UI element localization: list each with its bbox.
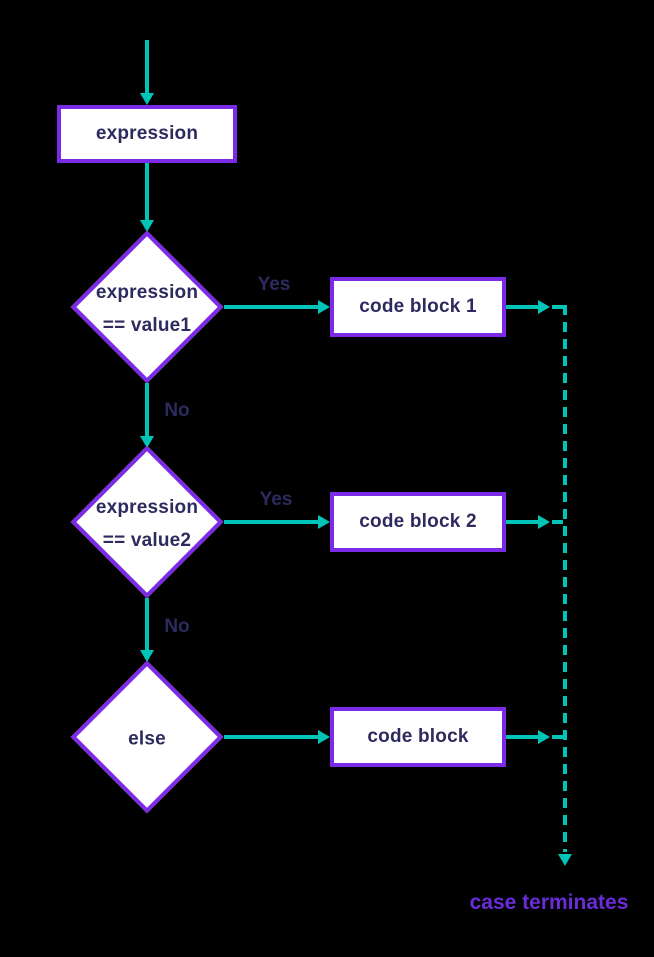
code2-exit-line (506, 520, 538, 524)
code3-exit-line (506, 735, 538, 739)
decision1-label-line2: == value1 (102, 315, 192, 336)
expression-box: expression (57, 105, 237, 163)
code3-exit-dash (552, 735, 563, 739)
code-block2-label: code block 2 (359, 511, 477, 532)
decision1-label-line1: expression (95, 282, 199, 303)
decision1-to-code1-head-icon (318, 300, 330, 314)
yes1-label: Yes (257, 274, 291, 295)
decision2-to-code2-line (224, 520, 318, 524)
expression-box-label: expression (95, 123, 199, 144)
code1-exit-line (506, 305, 538, 309)
expression-to-decision1-head-icon (140, 220, 154, 232)
decision3-to-code3-line (224, 735, 318, 739)
decision2-label-line2: == value2 (102, 530, 192, 551)
code-block1-box: code block 1 (330, 277, 506, 337)
decision2-to-code2-head-icon (318, 515, 330, 529)
decision3-label: else (128, 728, 166, 750)
code-block3-box: code block (330, 707, 506, 767)
decision3-to-code3-head-icon (318, 730, 330, 744)
terminate-arrow-head-icon (558, 854, 572, 866)
no1-label: No (164, 400, 190, 421)
decision1-label: expression == value1 (96, 276, 198, 342)
merge-dashed-line (563, 305, 567, 852)
yes2-label: Yes (259, 489, 293, 510)
code1-exit-head-icon (538, 300, 550, 314)
decision2-label: expression == value2 (96, 491, 198, 557)
expression-to-decision1-line (145, 163, 149, 220)
start-arrow-line (145, 40, 149, 93)
no2-label: No (164, 616, 190, 637)
code2-exit-dash (552, 520, 563, 524)
decision2-to-decision3-line (145, 598, 149, 650)
code1-exit-dash (552, 305, 563, 309)
decision1-to-decision2-head-icon (140, 436, 154, 448)
code2-exit-head-icon (538, 515, 550, 529)
decision1-to-code1-line (224, 305, 318, 309)
code3-exit-head-icon (538, 730, 550, 744)
decision2-label-line1: expression (95, 497, 199, 518)
decision2-to-decision3-head-icon (140, 650, 154, 662)
case-terminates-label: case terminates (469, 891, 629, 914)
code-block2-box: code block 2 (330, 492, 506, 552)
decision1-to-decision2-line (145, 383, 149, 436)
code-block3-label: code block (367, 726, 469, 747)
start-arrow-head-icon (140, 93, 154, 105)
code-block1-label: code block 1 (359, 296, 477, 317)
